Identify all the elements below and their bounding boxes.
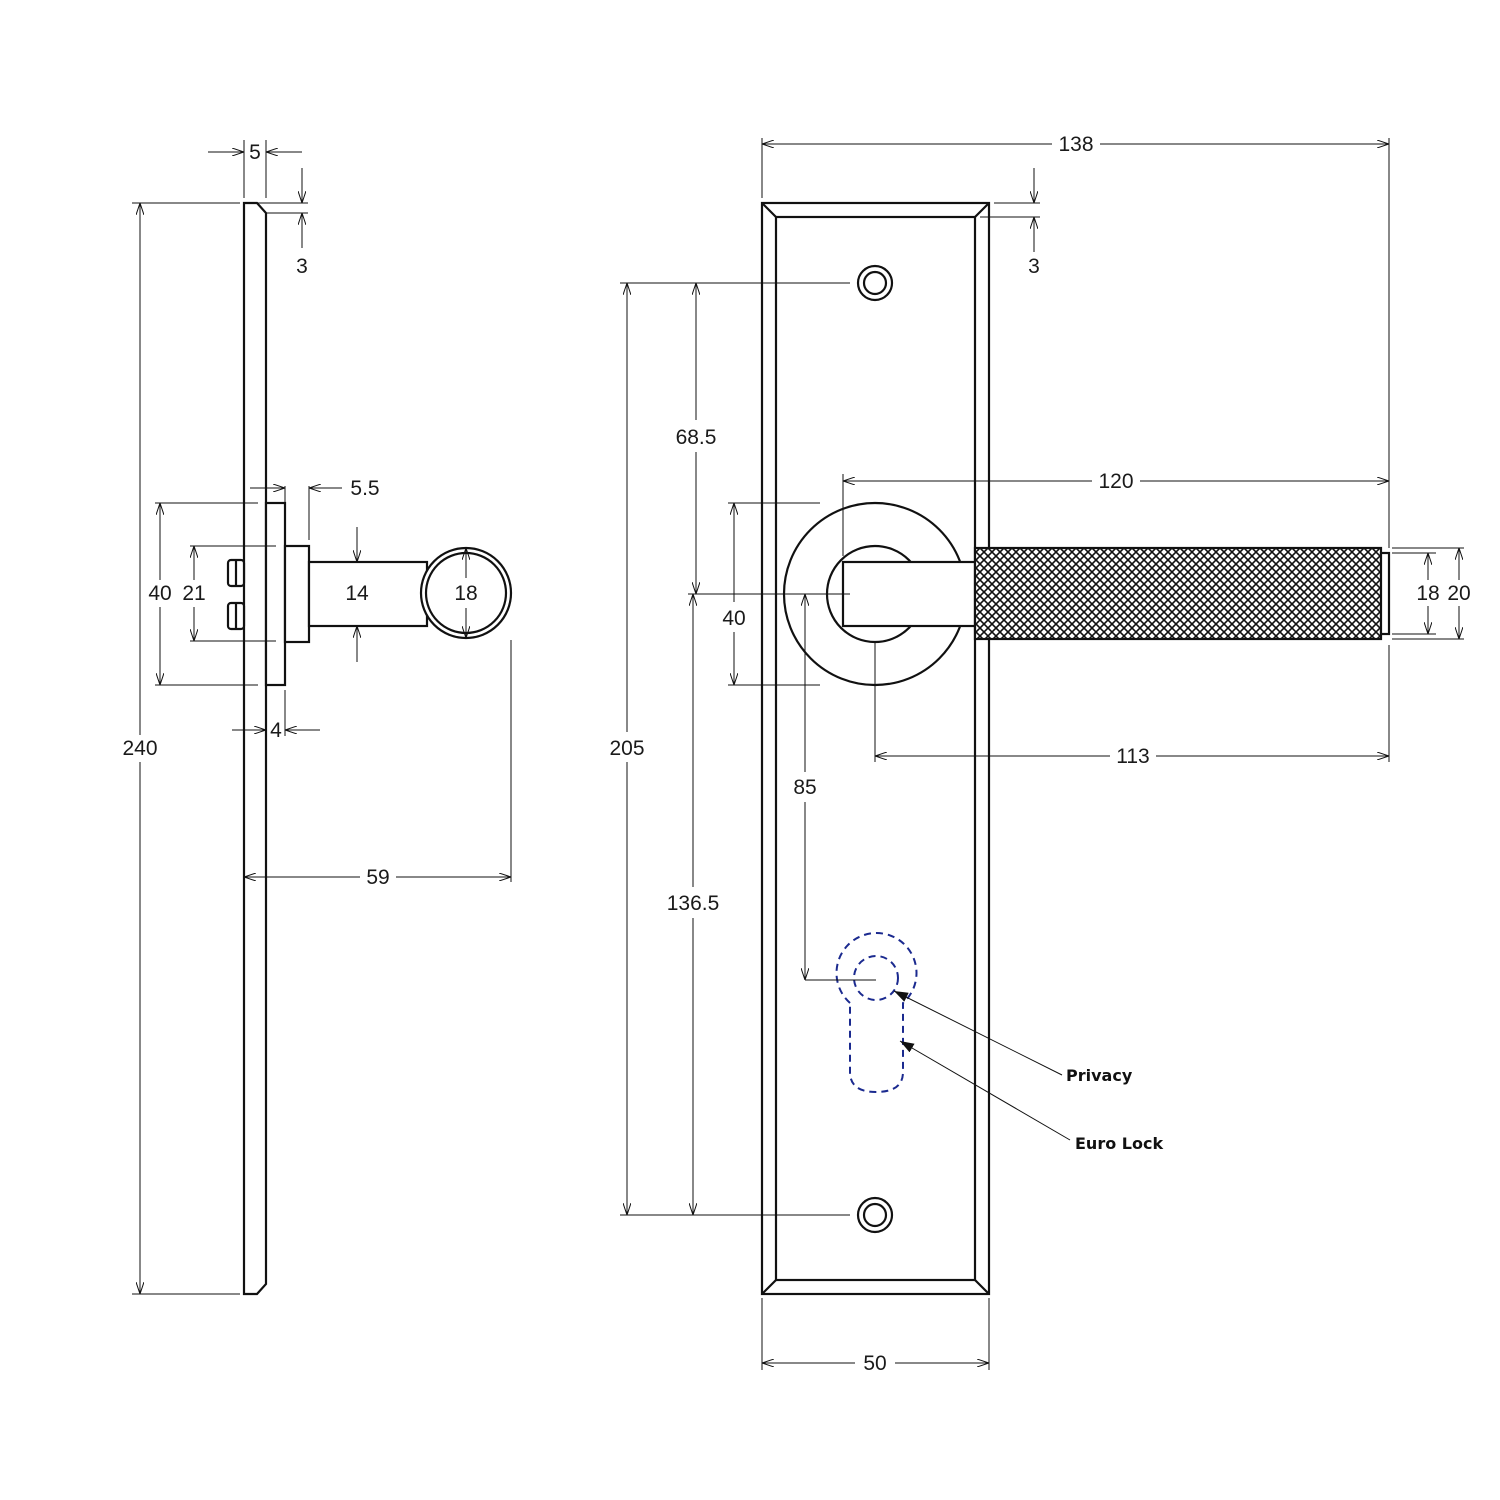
dim-front-lever-reach: 113 — [1116, 745, 1149, 768]
front-backplate-bevel — [774, 215, 977, 1282]
dim-front-plate-width: 50 — [863, 1352, 886, 1375]
bottom-screw-hole — [856, 1196, 894, 1234]
dim-front-lever-length: 120 — [1098, 470, 1133, 493]
privacy-leader — [893, 990, 1063, 1076]
side-rose — [264, 501, 287, 687]
dim-side-thickness: 5 — [249, 141, 261, 164]
side-backplate — [242, 201, 268, 1296]
dim-side-spindle-height: 21 — [182, 582, 205, 605]
dim-side-lever-diameter: 18 — [454, 582, 477, 605]
euro-lock-leader — [899, 1040, 1071, 1141]
dim-side-lever-thickness: 14 — [345, 582, 369, 605]
side-collar — [283, 544, 311, 644]
dim-front-lever-dia-outer: 20 — [1447, 582, 1470, 605]
dim-side-rose-offset: 5.5 — [350, 477, 379, 500]
lever-grip-knurled — [973, 546, 1383, 641]
dim-front-rose-diameter: 40 — [722, 607, 745, 630]
euro-lock-outline — [835, 932, 918, 1094]
dim-side-projection: 59 — [366, 866, 389, 889]
lever-end-cap — [1379, 551, 1391, 636]
dim-side-bevel: 3 — [296, 255, 308, 278]
dim-side-rose-height: 40 — [148, 582, 171, 605]
dim-front-lever-to-screw: 136.5 — [667, 892, 720, 915]
euro-lock-label: Euro Lock — [1075, 1134, 1163, 1153]
dim-side-total-height: 240 — [122, 737, 157, 760]
side-view: 5 3 240 5.5 40 21 14 — [122, 140, 513, 1296]
lever-neck — [841, 560, 977, 628]
privacy-outline — [853, 955, 899, 1001]
dim-front-total-width: 138 — [1058, 133, 1093, 156]
dim-front-bevel: 3 — [1028, 255, 1040, 278]
privacy-label: Privacy — [1066, 1066, 1133, 1085]
dim-front-lever-dia-inner: 18 — [1416, 582, 1439, 605]
side-lever-neck — [307, 560, 429, 628]
top-screw-hole — [856, 264, 894, 302]
dim-front-centres: 205 — [609, 737, 644, 760]
dim-side-rose-thickness: 4 — [270, 719, 282, 742]
dim-front-screw-to-lever: 68.5 — [676, 426, 717, 449]
dim-front-lever-to-lock: 85 — [793, 776, 816, 799]
front-view: 138 3 68.5 205 136.5 40 120 — [609, 133, 1470, 1375]
